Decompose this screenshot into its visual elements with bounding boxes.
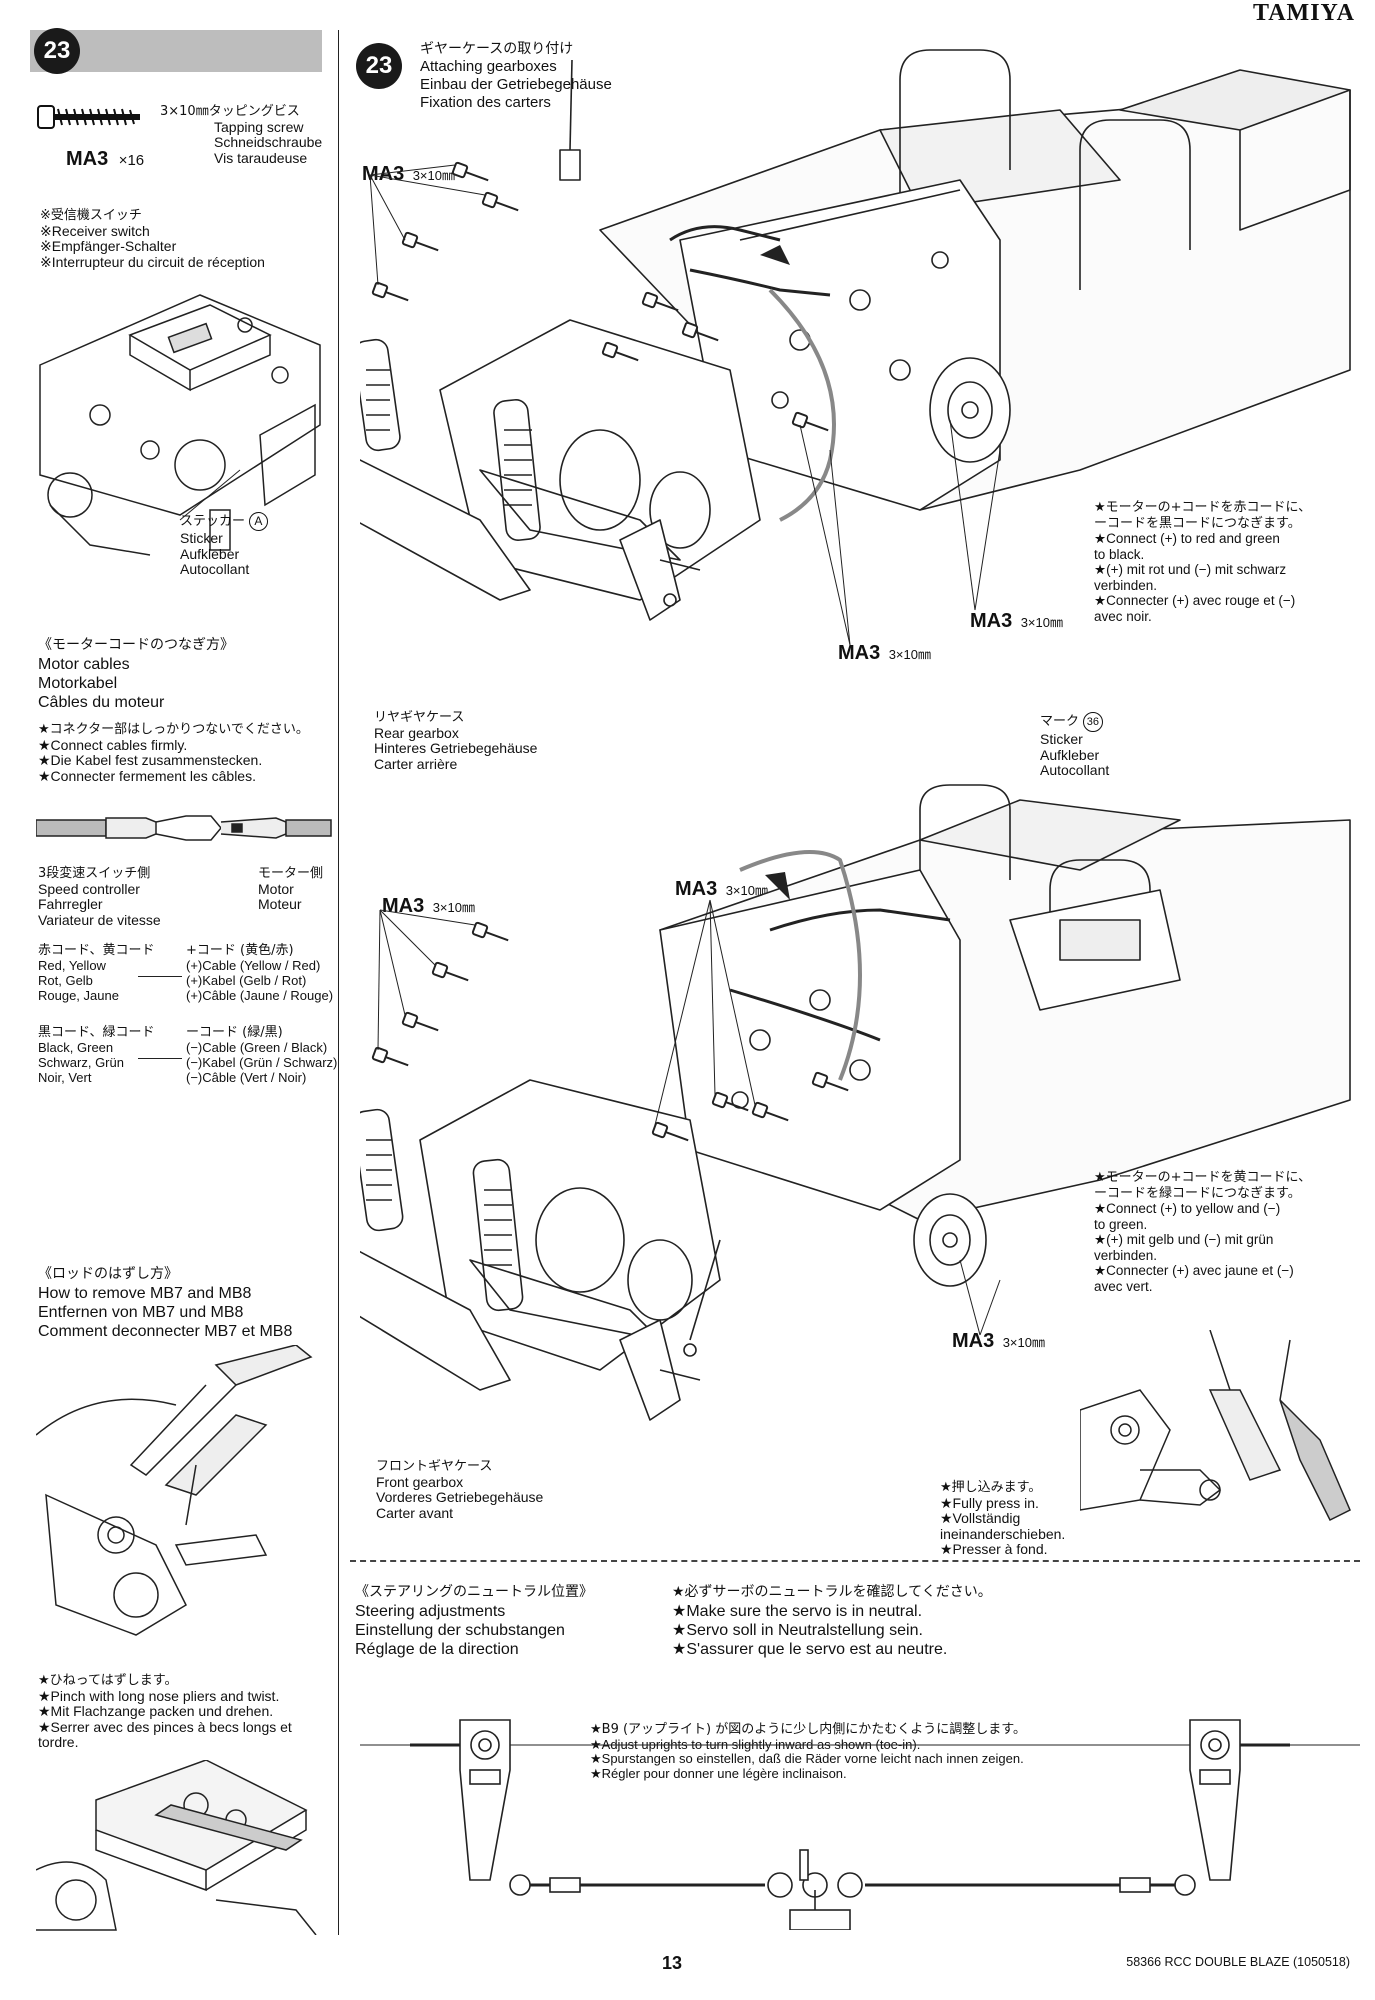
motor-cables-heading: 《モーターコードのつなぎ方》 Motor cables Motorkabel C… — [38, 637, 234, 711]
servo-neutral-note: ★必ずサーボのニュートラルを確認してください。 ★Make sure the s… — [672, 1584, 992, 1658]
motor-cables-notes: ★コネクター部はしっかりつないでください。 ★Connect cables fi… — [38, 722, 309, 784]
front-screw-label-bottom: MA3 3×10㎜ — [952, 1330, 1045, 1352]
motor-side-label: モーター側 Motor Moteur — [258, 866, 324, 912]
steering-heading: 《ステアリングのニュートラル位置》 Steering adjustments E… — [355, 1584, 593, 1658]
cable-map-row-2-connector — [138, 1058, 182, 1059]
rod-removal-heading: 《ロッドのはずし方》 How to remove MB7 and MB8 Ent… — [38, 1266, 293, 1340]
sticker-a-marker: A — [248, 512, 268, 531]
receiver-switch-label: ※受信機スイッチ ※Receiver switch ※Empfänger-Sch… — [40, 208, 265, 270]
toe-in-note: ★B9 (アップライト) が図のように少し内側にかたむくように調整します。 ★A… — [590, 1722, 1026, 1781]
brand-logo: TAMIYA — [1252, 0, 1355, 26]
screw-labels: 3×10㎜タッピングビス Tapping screw Schneidschrau… — [160, 104, 323, 166]
footer-code: 58366 RCC DOUBLE BLAZE (1050518) — [1126, 1955, 1350, 1969]
cable-map-row-2-right: ーコード (緑/黒) (−)Cable (Green / Black) (−)K… — [186, 1025, 338, 1085]
mark-36-marker: 36 — [1082, 712, 1103, 732]
front-gearbox-label: フロントギヤケース Front gearbox Vorderes Getrieb… — [376, 1459, 544, 1521]
main-step-badge: 23 — [356, 43, 402, 89]
tapping-screw-icon — [37, 105, 140, 129]
rod-removal-detail-illustration — [36, 1760, 317, 1935]
cable-map-row-1-left: 赤コード、黄コード Red, Yellow Rot, Gelb Rouge, J… — [38, 943, 155, 1003]
front-gearbox-assembly-illustration — [360, 784, 1351, 1421]
rear-gearbox-label: リヤギヤケース Rear gearbox Hinteres Getriebege… — [374, 710, 538, 772]
connector-illustration — [36, 815, 332, 841]
screw-code: MA3 ×16 — [66, 148, 145, 170]
pliers-illustration — [36, 1345, 313, 1636]
rear-motor-cable-note: ★モーターの+コードを赤コードに、 ーコードを黒コードにつなぎます。 ★Conn… — [1094, 500, 1312, 624]
column-divider — [338, 30, 339, 1935]
section-divider — [350, 1560, 1360, 1562]
page-number: 13 — [662, 1953, 683, 1973]
press-in-detail-illustration — [1080, 1330, 1351, 1522]
cable-map-row-2-left: 黒コード、緑コード Black, Green Schwarz, Grün Noi… — [38, 1025, 155, 1085]
sticker-a-label: ステッカー A Sticker Aufkleber Autocollant — [180, 512, 268, 578]
front-screw-label-top: MA3 3×10㎜ — [675, 878, 768, 900]
rear-gearbox-assembly-illustration — [360, 49, 1351, 646]
front-motor-cable-note: ★モーターの+コードを黄コードに、 ーコードを緑コードにつなぎます。 ★Conn… — [1094, 1170, 1312, 1294]
step-number-badge: 23 — [34, 28, 80, 74]
cable-map-row-1-right: +コード (黄色/赤) (+)Cable (Yellow / Red) (+)K… — [186, 943, 334, 1003]
rear-screw-label-right: MA3 3×10㎜ — [970, 610, 1063, 632]
receiver-switch-illustration — [39, 294, 321, 556]
main-title: ギヤーケースの取り付け Attaching gearboxes Einbau d… — [420, 41, 612, 111]
steering-linkage-illustration — [360, 1719, 1360, 1930]
press-in-note: ★押し込みます。 ★Fully press in. ★Vollständig i… — [940, 1480, 1066, 1557]
mark-36-label: マーク 36 Sticker Aufkleber Autocollant — [1040, 712, 1110, 778]
rod-removal-notes: ★ひねってはずします。 ★Pinch with long nose pliers… — [38, 1673, 292, 1750]
speed-controller-label: 3段変速スイッチ側 Speed controller Fahrregler Va… — [38, 866, 161, 928]
cable-map-row-1-connector — [138, 976, 182, 977]
sticker-a-leader — [179, 469, 241, 521]
rear-screw-label-bottom: MA3 3×10㎜ — [838, 642, 931, 664]
